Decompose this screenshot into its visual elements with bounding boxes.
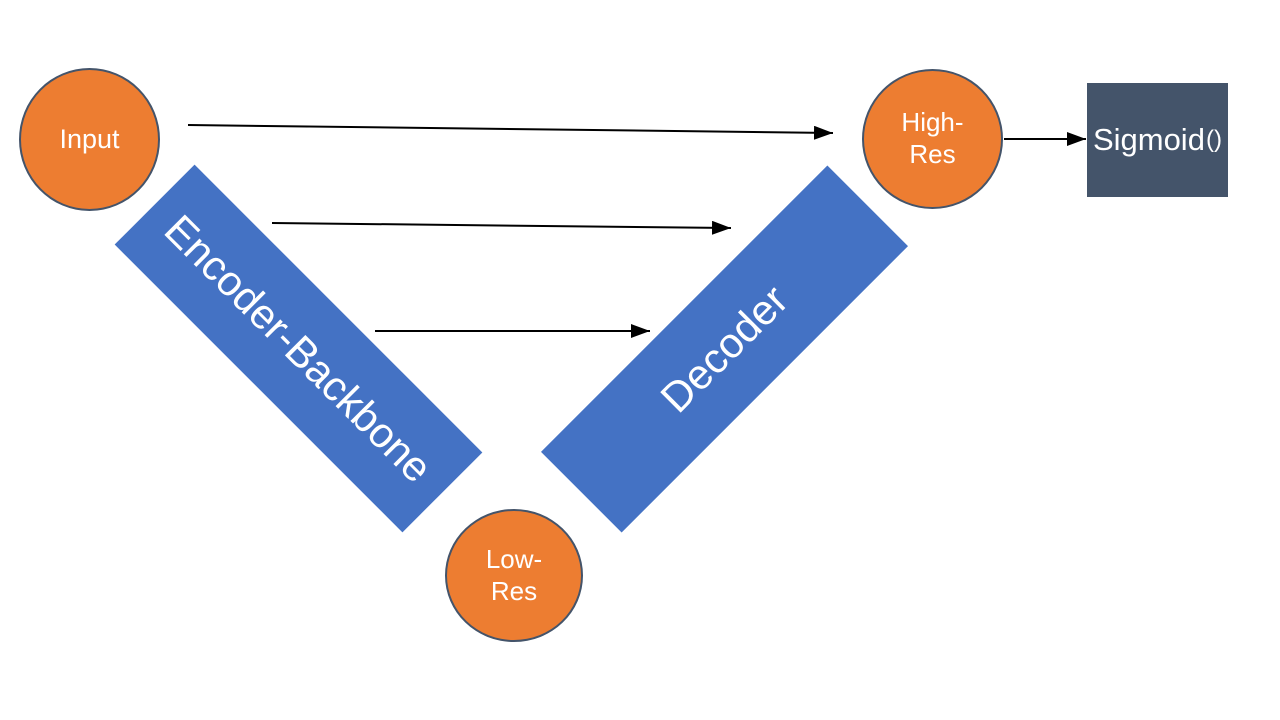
high-res-label-line1: High- xyxy=(901,107,964,138)
decoder-box: Decoder xyxy=(541,165,908,533)
input-node: Input xyxy=(19,68,160,211)
skip-connection-arrow-top xyxy=(187,124,834,140)
sigmoid-label: Sigmoid xyxy=(1092,122,1205,157)
high-res-label-line2: Res xyxy=(909,139,956,169)
skip-connection-arrow-middle xyxy=(271,220,732,235)
sigmoid-box: Sigmoid () xyxy=(1087,83,1228,197)
input-label: Input xyxy=(59,124,120,154)
encoder-backbone-label: Encoder-Backbone xyxy=(155,205,442,492)
low-res-label-line1: Low- xyxy=(485,543,543,574)
high-res-node: High- Res xyxy=(862,69,1003,209)
low-res-label-line2: Res xyxy=(490,575,538,606)
low-res-node: Low- Res xyxy=(445,509,583,642)
encoder-backbone-box: Encoder-Backbone xyxy=(114,164,483,533)
sigmoid-parens: () xyxy=(1205,126,1223,153)
decoder-label: Decoder xyxy=(651,275,797,422)
